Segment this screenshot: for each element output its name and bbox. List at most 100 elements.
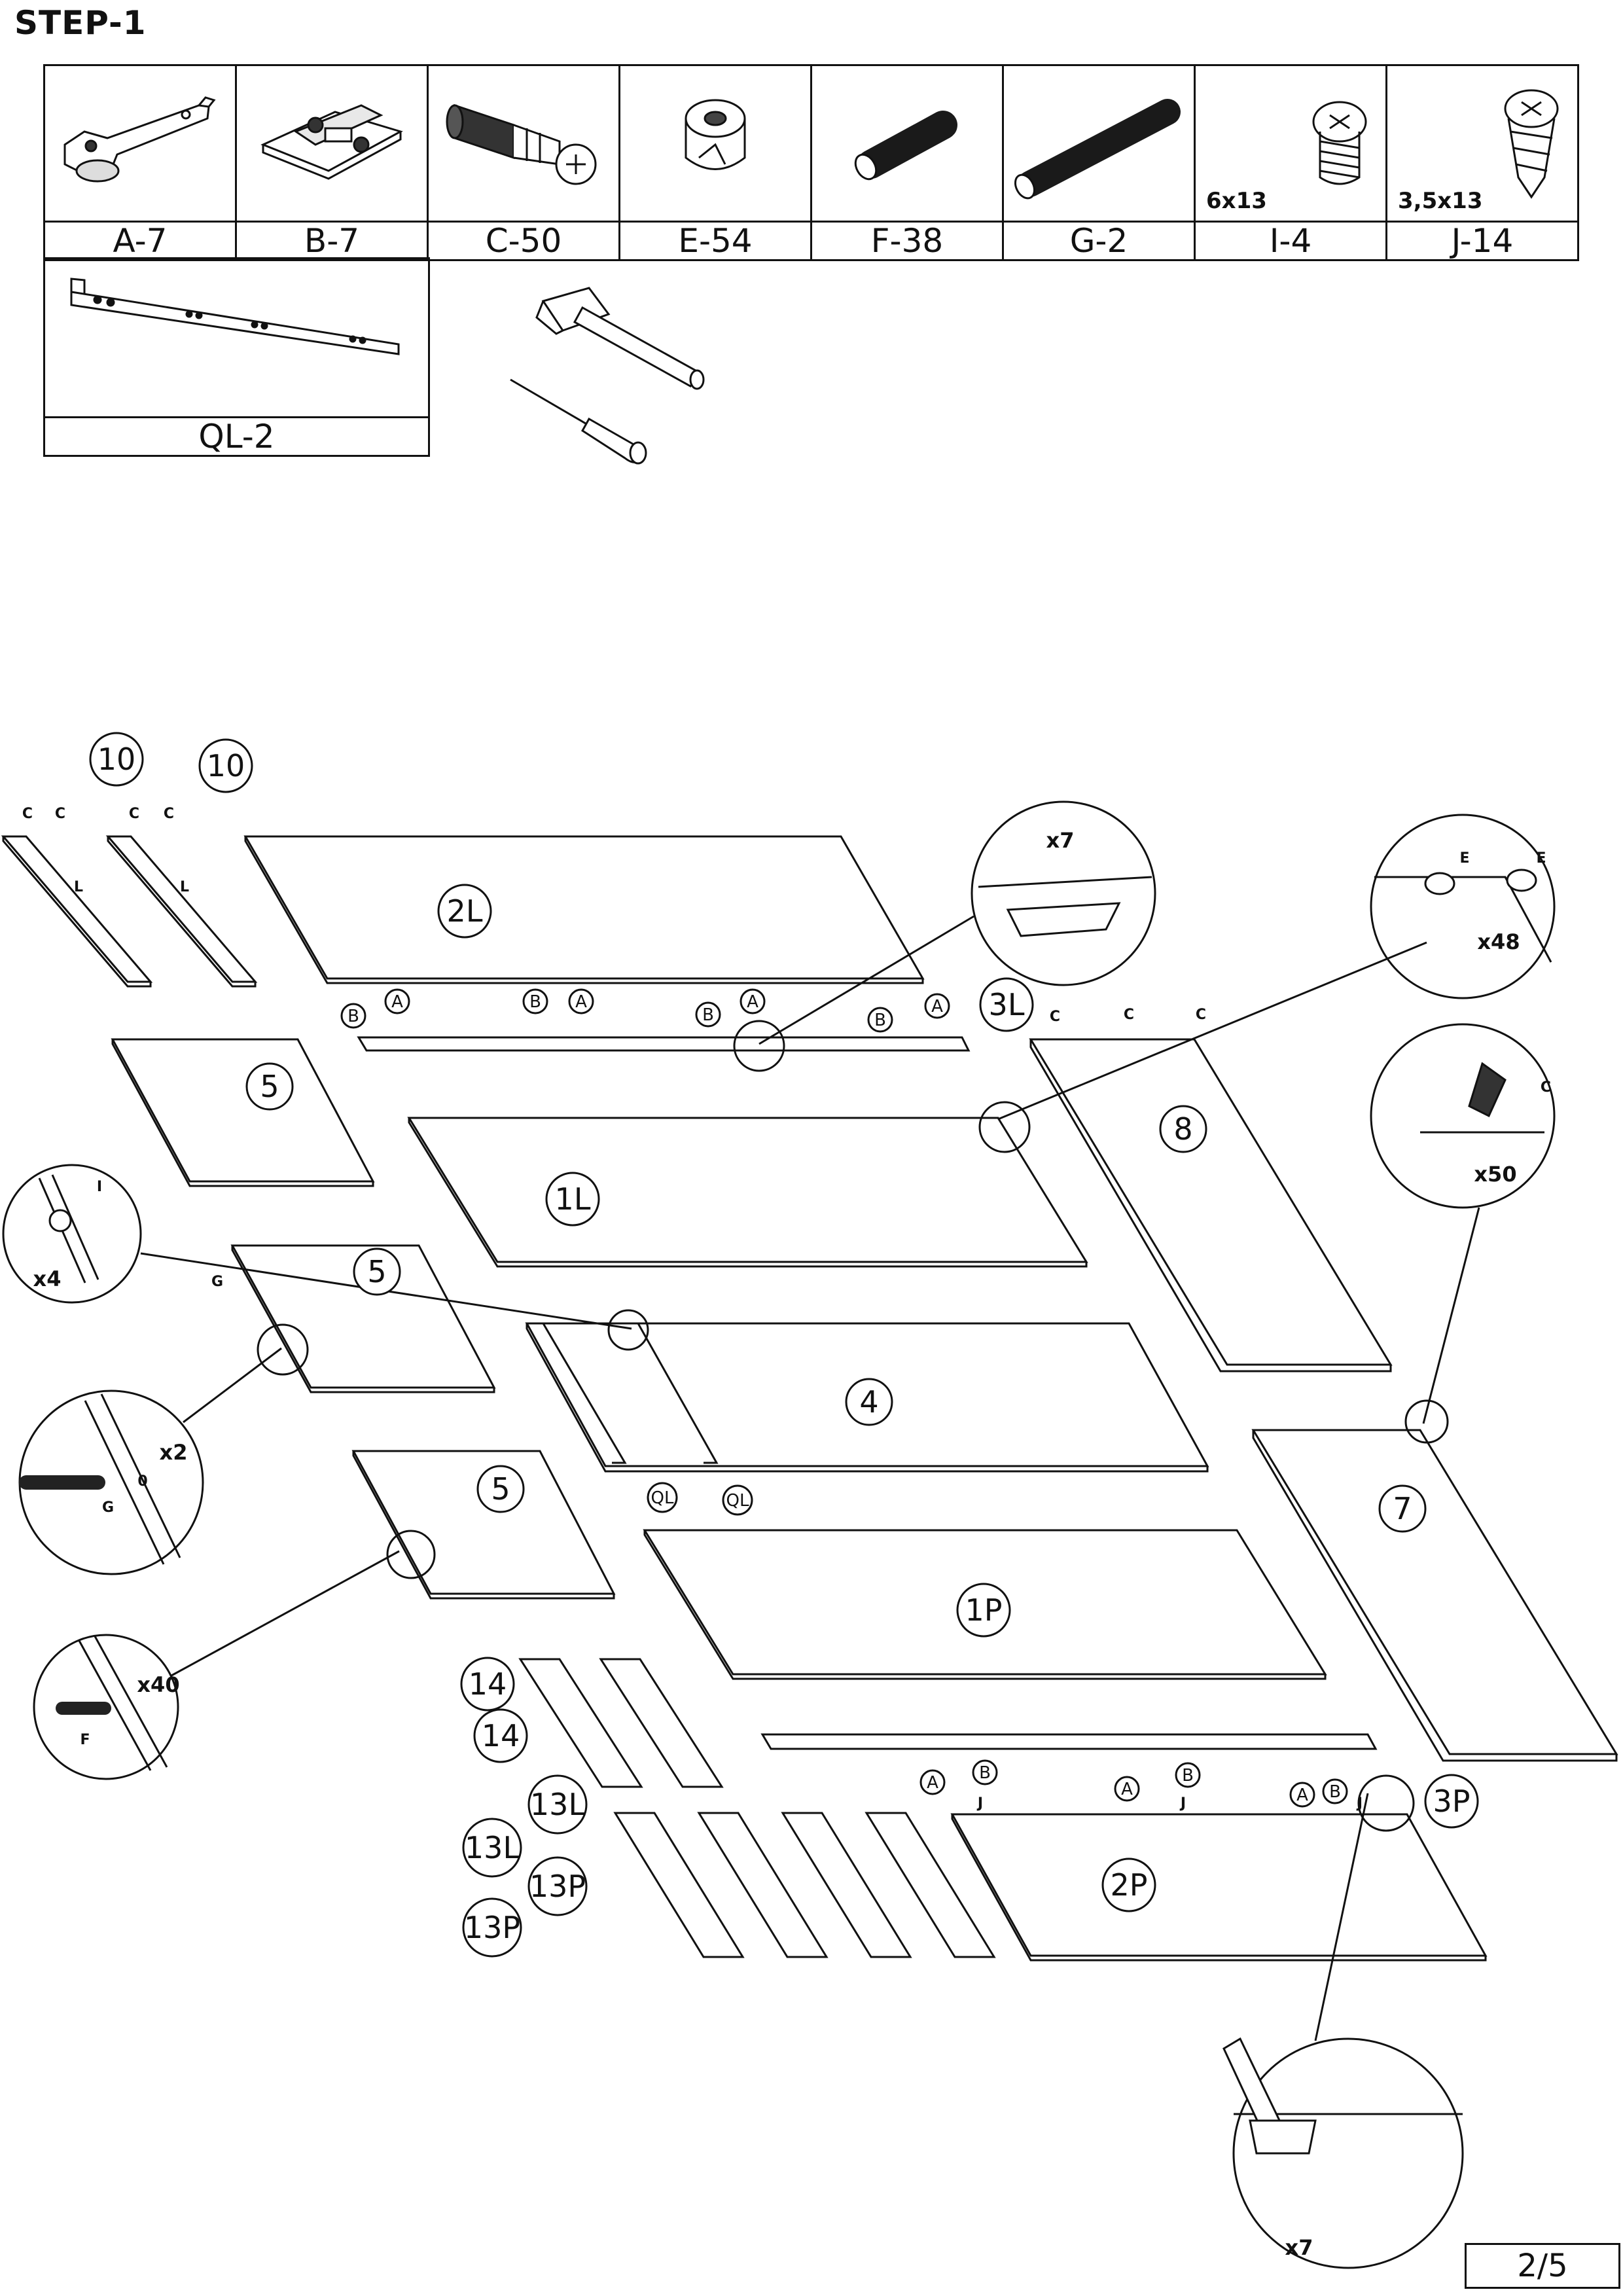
cam-bolt-icon (446, 103, 597, 185)
drawer-rail-icon (70, 278, 400, 355)
rail-table: QL-2 (43, 257, 430, 457)
fitting-letter: J (1356, 1795, 1363, 1812)
part-b-picture (235, 64, 429, 223)
part-e-picture (618, 64, 812, 223)
hardware-marker: B (695, 1001, 721, 1028)
svg-text:10: 10 (207, 748, 245, 783)
hardware-marker: B (972, 1759, 998, 1785)
svg-text:B: B (348, 1007, 359, 1026)
svg-text:1P: 1P (965, 1592, 1002, 1628)
screwdriver-icon (510, 378, 647, 465)
fitting-letter: G (211, 1274, 223, 1290)
part-c-picture (427, 64, 620, 223)
hardware-marker: B (1322, 1778, 1348, 1804)
svg-text:4: 4 (859, 1384, 878, 1420)
panel-label: 5 (476, 1465, 525, 1513)
svg-text:A: A (927, 1773, 938, 1793)
panel-label: 7 (1378, 1484, 1427, 1533)
hardware-marker: A (384, 988, 410, 1014)
panel-label: 1P (956, 1583, 1011, 1638)
svg-text:13L: 13L (465, 1830, 520, 1865)
svg-text:3L: 3L (989, 987, 1025, 1022)
svg-text:2P: 2P (1110, 1867, 1147, 1903)
panel-label: 10 (198, 738, 253, 793)
tools (510, 287, 705, 465)
hardware-marker: B (1175, 1762, 1201, 1788)
svg-text:5: 5 (260, 1069, 279, 1104)
hardware-marker: B (340, 1003, 366, 1029)
fitting-letter: C (164, 806, 174, 822)
svg-text:14: 14 (469, 1666, 507, 1702)
svg-text:A: A (575, 992, 587, 1012)
panel-label: 13L (527, 1774, 588, 1835)
short-dowel-icon (854, 111, 957, 181)
part-f-picture (810, 64, 1004, 223)
svg-text:13P: 13P (464, 1910, 520, 1945)
rail-picture (43, 257, 430, 418)
fitting-letter: C (1124, 1007, 1134, 1023)
part-label: J-14 (1385, 221, 1579, 261)
part-label: G-2 (1002, 221, 1196, 261)
part-i-picture: 6x13 (1194, 64, 1387, 223)
svg-text:5: 5 (367, 1254, 386, 1289)
parts-table: 6x13 3,5x13 A-7 B-7 C-50 E-54 F-38 G-2 I… (43, 64, 1579, 261)
panel-label: 3P (1424, 1774, 1479, 1829)
callout-dowel-f-qty: x40 (137, 1672, 179, 1697)
part-label: F-38 (810, 221, 1004, 261)
part-label: E-54 (618, 221, 812, 261)
fitting-letter: C (129, 806, 139, 822)
hardware-marker: QL (722, 1484, 753, 1516)
fitting-letter: F (80, 1732, 90, 1748)
fitting-letter: C (1050, 1009, 1060, 1025)
screw-icon (1312, 101, 1367, 185)
page-number: 2/5 (1465, 2243, 1620, 2289)
fitting-letter: E (1459, 850, 1469, 867)
panel-label: 1L (545, 1172, 600, 1227)
wood-screw-icon (1504, 89, 1559, 199)
part-label: A-7 (43, 221, 237, 261)
fitting-letter: L (74, 879, 83, 895)
svg-text:B: B (874, 1011, 886, 1030)
svg-text:2L: 2L (447, 893, 483, 929)
hardware-marker: A (919, 1769, 946, 1795)
svg-text:A: A (391, 992, 403, 1012)
part-a-picture (43, 64, 237, 223)
callout-bottom-hinge-qty: x7 (1285, 2235, 1313, 2260)
svg-text:B: B (979, 1763, 991, 1783)
svg-text:1L: 1L (555, 1181, 591, 1217)
svg-text:8: 8 (1173, 1111, 1192, 1147)
step-title: STEP-1 (14, 4, 147, 42)
part-g-picture (1002, 64, 1196, 223)
svg-text:13P: 13P (529, 1869, 586, 1904)
panel-label: 10 (89, 732, 144, 787)
svg-text:A: A (1121, 1780, 1133, 1799)
svg-text:QL: QL (726, 1491, 749, 1511)
svg-text:14: 14 (482, 1718, 520, 1753)
hardware-marker: B (522, 988, 548, 1014)
svg-text:5: 5 (491, 1471, 510, 1507)
hinge-icon (63, 96, 216, 183)
panel-label: 13P (527, 1856, 588, 1916)
rail-label: QL-2 (43, 416, 430, 457)
hinge-plate-icon (260, 104, 403, 180)
svg-text:3P: 3P (1433, 1784, 1470, 1819)
hammer-icon (535, 287, 705, 390)
svg-text:A: A (1296, 1785, 1308, 1805)
fitting-letter: J (976, 1795, 983, 1812)
hardware-marker: A (740, 988, 766, 1014)
svg-text:7: 7 (1393, 1491, 1412, 1526)
hardware-marker: QL (647, 1482, 678, 1513)
part-label: B-7 (235, 221, 429, 261)
part-j-size: 3,5x13 (1398, 188, 1483, 214)
panel-label: 2L (437, 884, 492, 939)
panel-label: 5 (353, 1247, 401, 1296)
panel-label: 14 (460, 1657, 515, 1712)
panel-label: 14 (473, 1708, 528, 1763)
part-i-size: 6x13 (1206, 188, 1267, 214)
fitting-letter: C (55, 806, 65, 822)
part-j-picture: 3,5x13 (1385, 64, 1579, 223)
panel-label: 13P (462, 1897, 522, 1958)
hardware-marker: B (867, 1007, 893, 1033)
panel-label: 3L (979, 977, 1034, 1032)
svg-text:13L: 13L (530, 1787, 586, 1822)
